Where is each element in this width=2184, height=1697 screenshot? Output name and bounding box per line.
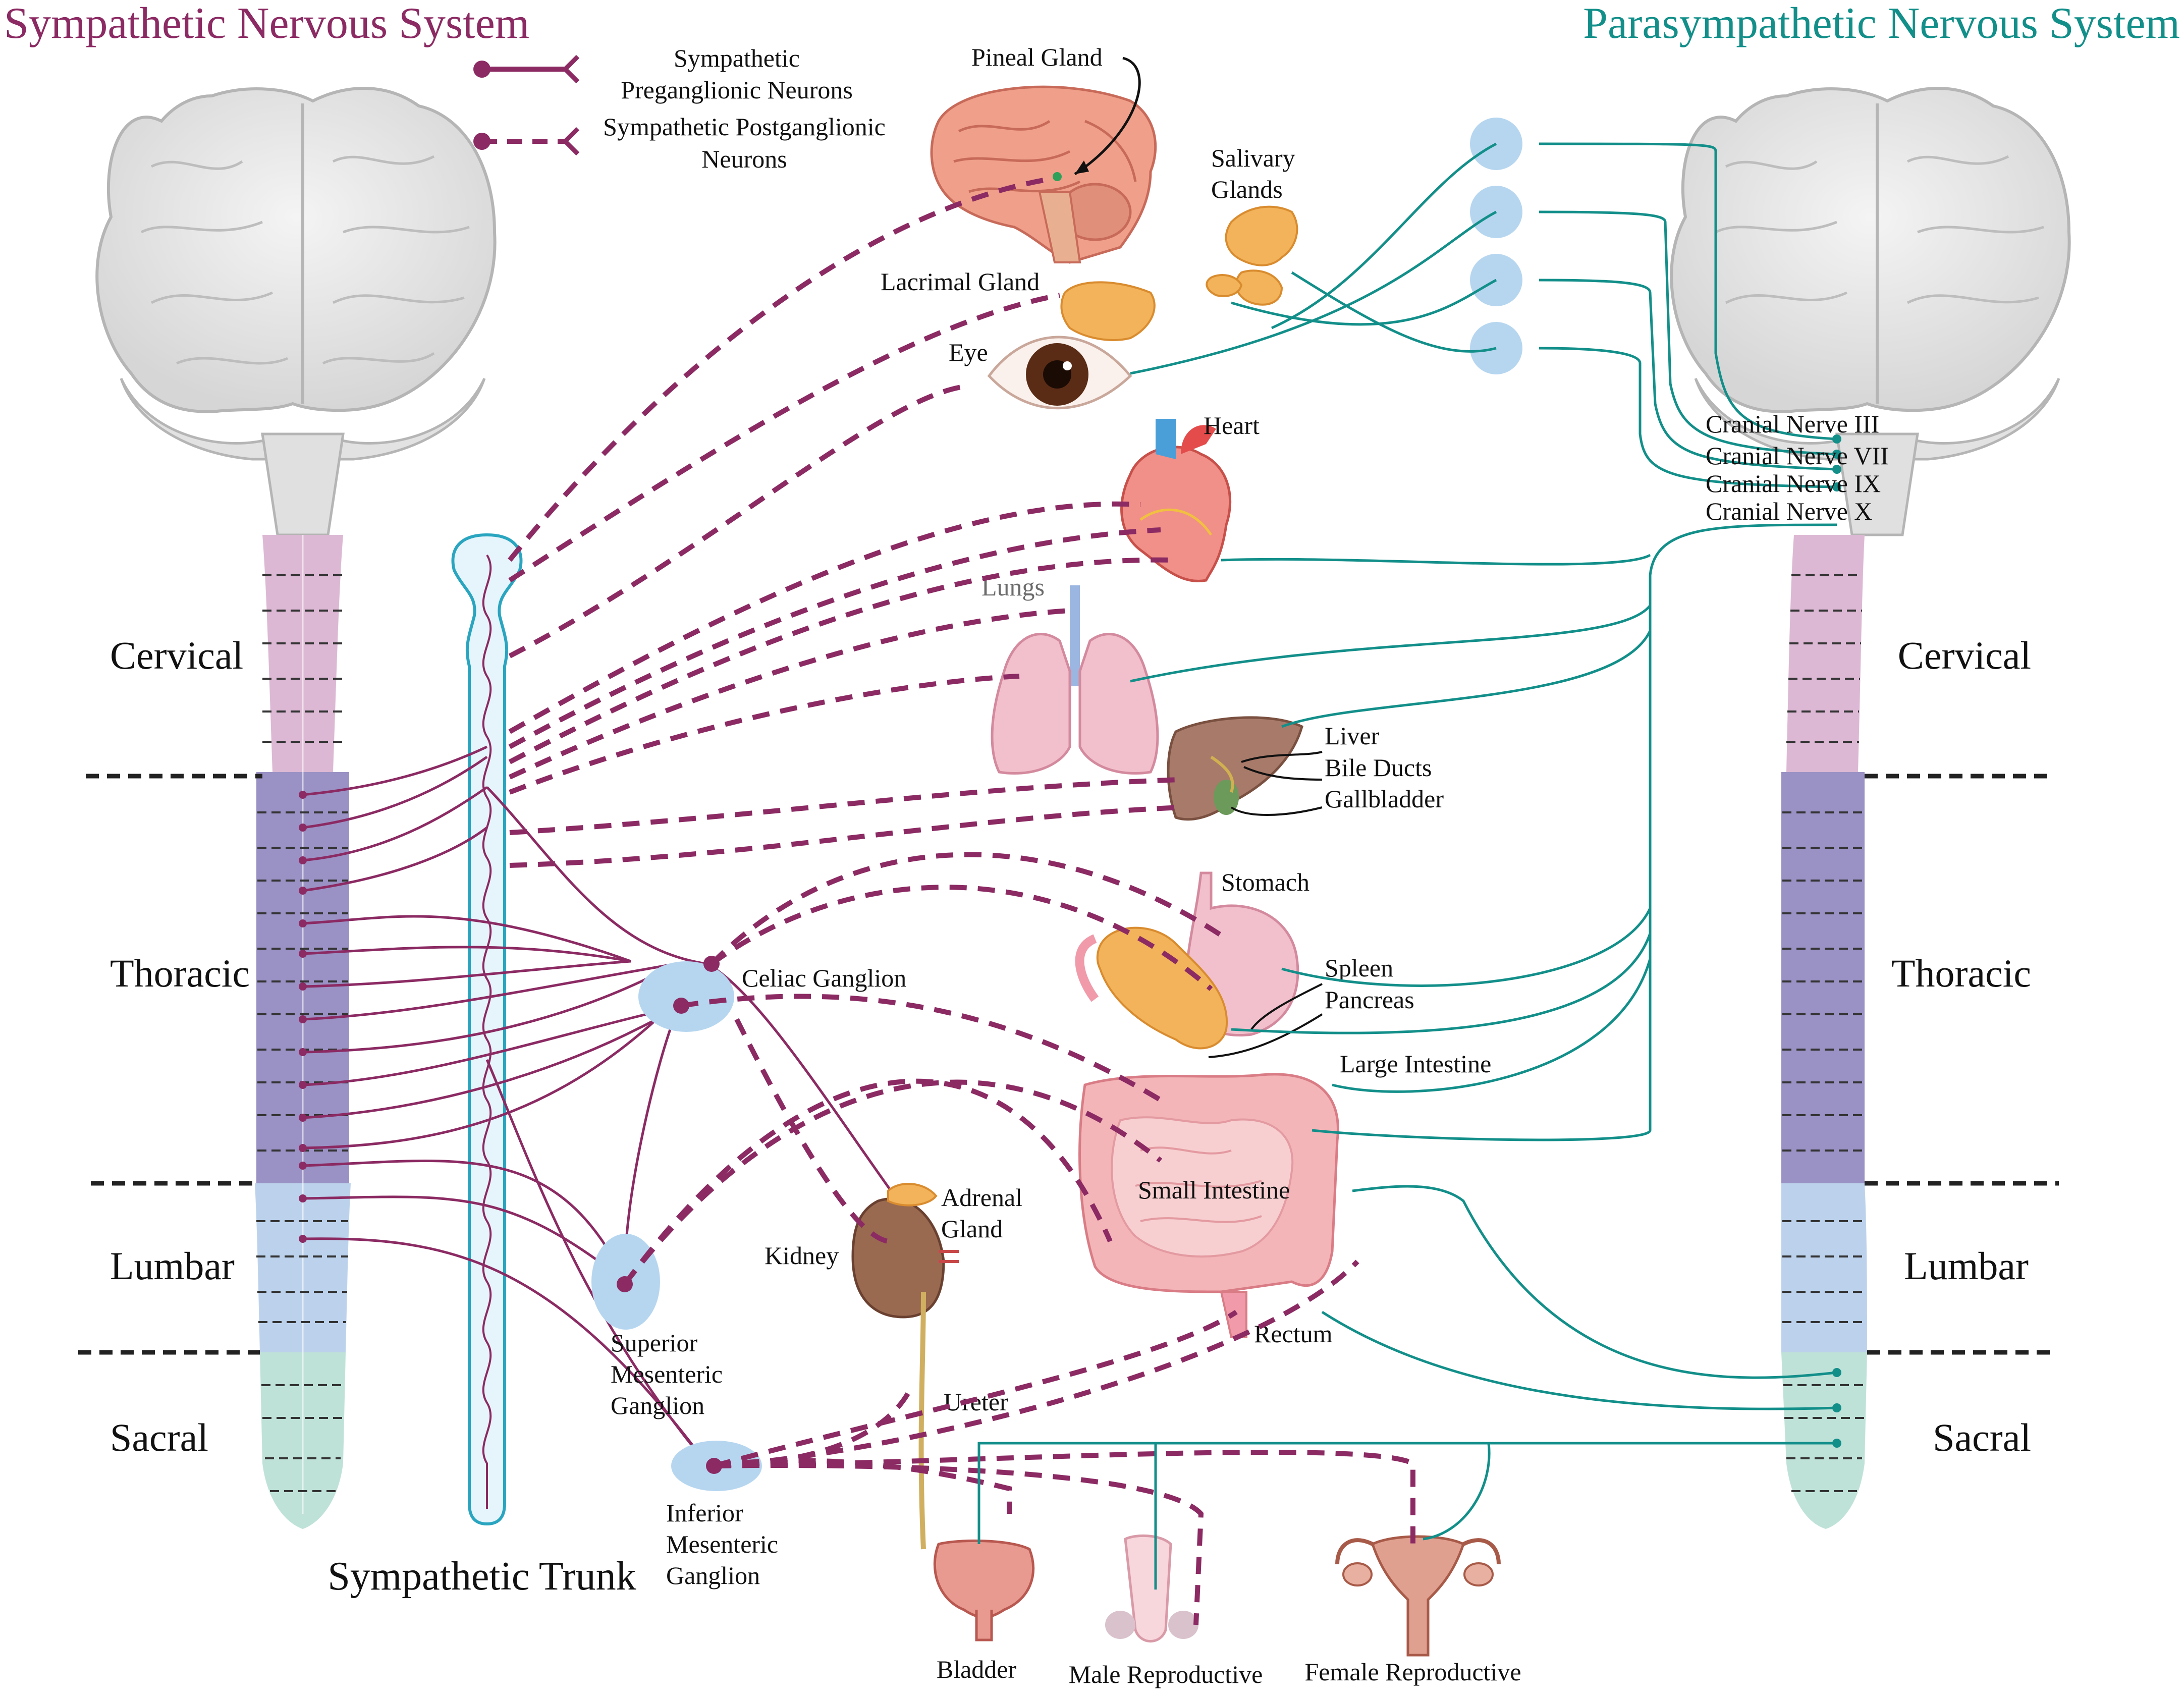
cranial-nerve-iii-label: Cranial Nerve III — [1706, 410, 1879, 438]
sympathetic-trunk-label: Sympathetic Trunk — [327, 1554, 636, 1599]
parasympathetic-title: Parasympathetic Nervous System — [1583, 0, 2180, 48]
salivary-glands-illustration — [1206, 205, 1298, 306]
spleen-pancreas-pointers — [1208, 983, 1323, 1058]
left-region-sacral: Sacral — [110, 1415, 208, 1459]
stomach-illustration — [1075, 871, 1299, 1050]
eye-illustration — [987, 336, 1132, 410]
inferior-mesenteric-label-3: Ganglion — [666, 1561, 760, 1590]
parasympathetic-origin-dots — [1832, 434, 1841, 1448]
lacrimal-gland-illustration — [1060, 281, 1156, 341]
adrenal-label-2: Gland — [941, 1215, 1003, 1243]
cranial-nerve-ix-label: Cranial Nerve IX — [1706, 469, 1881, 498]
male-reproductive-label: Male Reproductive — [1069, 1660, 1263, 1688]
pineal-arrowhead — [1075, 160, 1089, 174]
eye-label: Eye — [949, 338, 988, 366]
sympathetic-title: Sympathetic Nervous System — [4, 0, 529, 48]
gallbladder-label: Gallbladder — [1325, 785, 1444, 813]
superior-mesenteric-label-1: Superior — [611, 1329, 698, 1357]
preganglionic-origin-dots — [299, 791, 307, 1243]
large-intestine-label: Large Intestine — [1340, 1050, 1491, 1078]
pineal-pointer-arrow — [1074, 57, 1141, 176]
male-reproductive-illustration — [1105, 1535, 1198, 1643]
kidney-label: Kidney — [765, 1241, 839, 1270]
bile-ducts-label: Bile Ducts — [1325, 753, 1432, 782]
right-region-thoracic: Thoracic — [1891, 951, 2031, 995]
legend-preganglionic-symbol — [473, 54, 580, 84]
heart-illustration — [1120, 419, 1232, 582]
parasympathetic-ganglia — [1470, 118, 1522, 374]
right-region-sacral: Sacral — [1933, 1415, 2031, 1459]
right-region-cervical: Cervical — [1898, 633, 2031, 677]
cranial-nerve-vii-label: Cranial Nerve VII — [1706, 442, 1889, 470]
cranial-nerve-x-label: Cranial Nerve X — [1706, 497, 1872, 525]
right-region-dividers — [1865, 774, 2059, 1355]
left-region-lumbar: Lumbar — [110, 1244, 235, 1288]
bladder-illustration — [933, 1539, 1035, 1641]
salivary-label-2: Glands — [1211, 175, 1283, 203]
celiac-ganglion-label: Celiac Ganglion — [742, 964, 906, 992]
superior-mesenteric-label-3: Ganglion — [611, 1391, 704, 1419]
liver-illustration — [1167, 716, 1303, 821]
spleen-label: Spleen — [1325, 954, 1393, 982]
left-region-dividers — [78, 774, 262, 1355]
pineal-gland-label: Pineal Gland — [971, 43, 1103, 71]
sympathetic-trunk — [451, 533, 523, 1526]
kidney-illustration — [851, 1183, 959, 1550]
stomach-label: Stomach — [1221, 868, 1309, 896]
legend-post-line2: Neurons — [701, 145, 787, 173]
liver-label: Liver — [1325, 722, 1380, 750]
superior-mesenteric-label-2: Mesenteric — [611, 1360, 723, 1388]
legend: Sympathetic Preganglionic Neurons Sympat… — [473, 44, 886, 173]
legend-pre-line2: Preganglionic Neurons — [621, 76, 853, 104]
sympathetic-postganglionic-fibers — [508, 177, 1415, 1625]
left-brain — [95, 87, 497, 536]
legend-pre-line1: Sympathetic — [674, 44, 800, 72]
right-region-lumbar: Lumbar — [1904, 1244, 2029, 1288]
female-reproductive-label: Female Reproductive — [1304, 1658, 1521, 1686]
parasympathetic-fibers — [977, 142, 1837, 1590]
legend-postganglionic-symbol — [473, 127, 580, 156]
small-intestine-label: Small Intestine — [1138, 1176, 1290, 1204]
intestines-illustration — [1078, 1073, 1339, 1338]
salivary-label-1: Salivary — [1211, 144, 1295, 172]
left-region-cervical: Cervical — [110, 633, 243, 677]
left-spinal-cord — [255, 535, 351, 1529]
inferior-mesenteric-label-2: Mesenteric — [666, 1530, 778, 1558]
bladder-label: Bladder — [937, 1655, 1017, 1683]
liver-pointer-arrows — [1230, 751, 1323, 816]
lungs-illustration — [991, 585, 1159, 775]
pancreas-label: Pancreas — [1325, 986, 1414, 1014]
lacrimal-gland-label: Lacrimal Gland — [881, 267, 1040, 296]
adrenal-label-1: Adrenal — [941, 1183, 1022, 1212]
sympathetic-preganglionic-fibers — [302, 745, 900, 1464]
left-region-thoracic: Thoracic — [110, 951, 250, 995]
female-reproductive-illustration — [1335, 1535, 1501, 1657]
pineal-brain-illustration — [930, 85, 1157, 264]
inferior-mesenteric-label-1: Inferior — [666, 1499, 743, 1527]
right-spinal-cord — [1781, 535, 1867, 1529]
celiac-ganglion — [638, 961, 734, 1032]
heart-label: Heart — [1204, 411, 1260, 440]
legend-post-line1: Sympathetic Postganglionic — [603, 113, 886, 141]
